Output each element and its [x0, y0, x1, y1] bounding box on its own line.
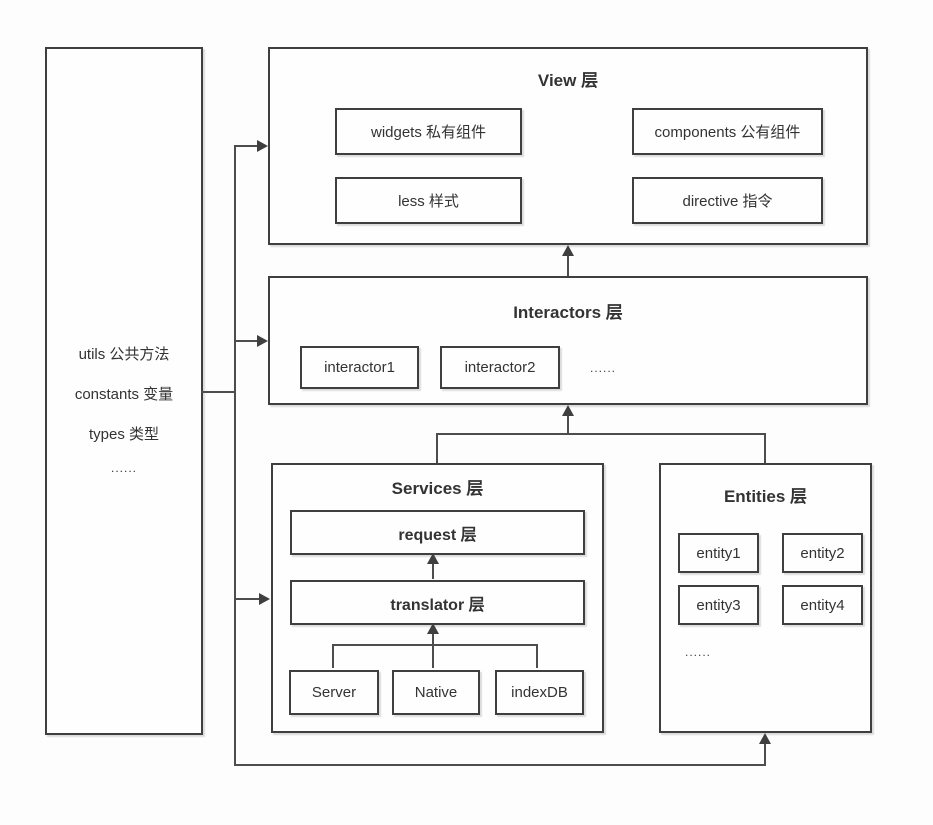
layer-services-box: Services 层 request 层 translator 层 Server…	[271, 463, 604, 733]
connector-translator-to-request-line	[432, 563, 434, 579]
interactors-ellipsis: ......	[590, 361, 617, 375]
node-indexdb: indexDB	[495, 670, 584, 715]
arrow-into-interactors-icon	[257, 335, 268, 347]
node-interactor1: interactor1	[300, 346, 419, 389]
layer-interactors-box: Interactors 层 interactor1 interactor2 ..…	[268, 276, 868, 405]
arrow-sources-to-translator-icon	[427, 623, 439, 634]
sidebar-ellipsis: ......	[110, 461, 137, 475]
connector-merge-entities-stub-line	[764, 433, 766, 463]
layer-entities-title: Entities 层	[723, 487, 808, 506]
sidebar-label-types: types 类型	[88, 426, 160, 443]
layer-view-box: View 层 widgets 私有组件 components 公有组件 less…	[268, 47, 868, 245]
connector-trunk-line	[234, 145, 236, 766]
connector-native-to-translator-line	[432, 633, 434, 668]
connector-merge-line	[436, 433, 766, 435]
connector-merge-to-interactors-line	[567, 415, 569, 434]
connector-interactors-line	[234, 340, 258, 342]
connector-interactors-to-view-line	[567, 255, 569, 276]
node-server: Server	[289, 670, 379, 715]
connector-merge-services-stub-line	[436, 433, 438, 463]
node-translator-layer: translator 层	[290, 580, 585, 625]
utils-sidebar-box: utils 公共方法 constants 变量 types 类型 ......	[45, 47, 203, 735]
layer-interactors-title: Interactors 层	[513, 303, 623, 322]
connector-sources-branch-line	[332, 644, 538, 646]
node-request-layer: request 层	[290, 510, 585, 555]
connector-indexdb-stub-line	[536, 644, 538, 668]
node-components: components 公有组件	[632, 108, 823, 155]
node-less: less 样式	[335, 177, 522, 224]
sidebar-label-constants: constants 变量	[74, 386, 174, 403]
connector-entities-stem-line	[764, 743, 766, 765]
layer-services-title: Services 层	[391, 479, 484, 498]
arrow-into-entities-icon	[759, 733, 771, 744]
node-native: Native	[392, 670, 480, 715]
layer-view-title: View 层	[537, 71, 599, 90]
node-entity3: entity3	[678, 585, 759, 625]
connector-server-stub-line	[332, 644, 334, 668]
arrow-merge-to-interactors-icon	[562, 405, 574, 416]
node-entity4: entity4	[782, 585, 863, 625]
connector-view-line	[234, 145, 258, 147]
arrow-into-services-icon	[259, 593, 270, 605]
connector-sidebar-line	[201, 391, 236, 393]
connector-services-line	[234, 598, 260, 600]
entities-ellipsis: ......	[685, 645, 712, 659]
arrow-into-view-icon	[257, 140, 268, 152]
node-directive: directive 指令	[632, 177, 823, 224]
sidebar-label-group: utils 公共方法 constants 变量 types 类型 ......	[47, 335, 201, 485]
node-entity1: entity1	[678, 533, 759, 573]
node-entity2: entity2	[782, 533, 863, 573]
sidebar-label-utils: utils 公共方法	[78, 346, 170, 363]
node-interactor2: interactor2	[440, 346, 560, 389]
layer-entities-box: Entities 层 entity1 entity2 entity3 entit…	[659, 463, 872, 733]
arrow-translator-to-request-icon	[427, 553, 439, 564]
arrow-interactors-to-view-icon	[562, 245, 574, 256]
node-widgets: widgets 私有组件	[335, 108, 522, 155]
connector-bottom-line	[234, 764, 766, 766]
